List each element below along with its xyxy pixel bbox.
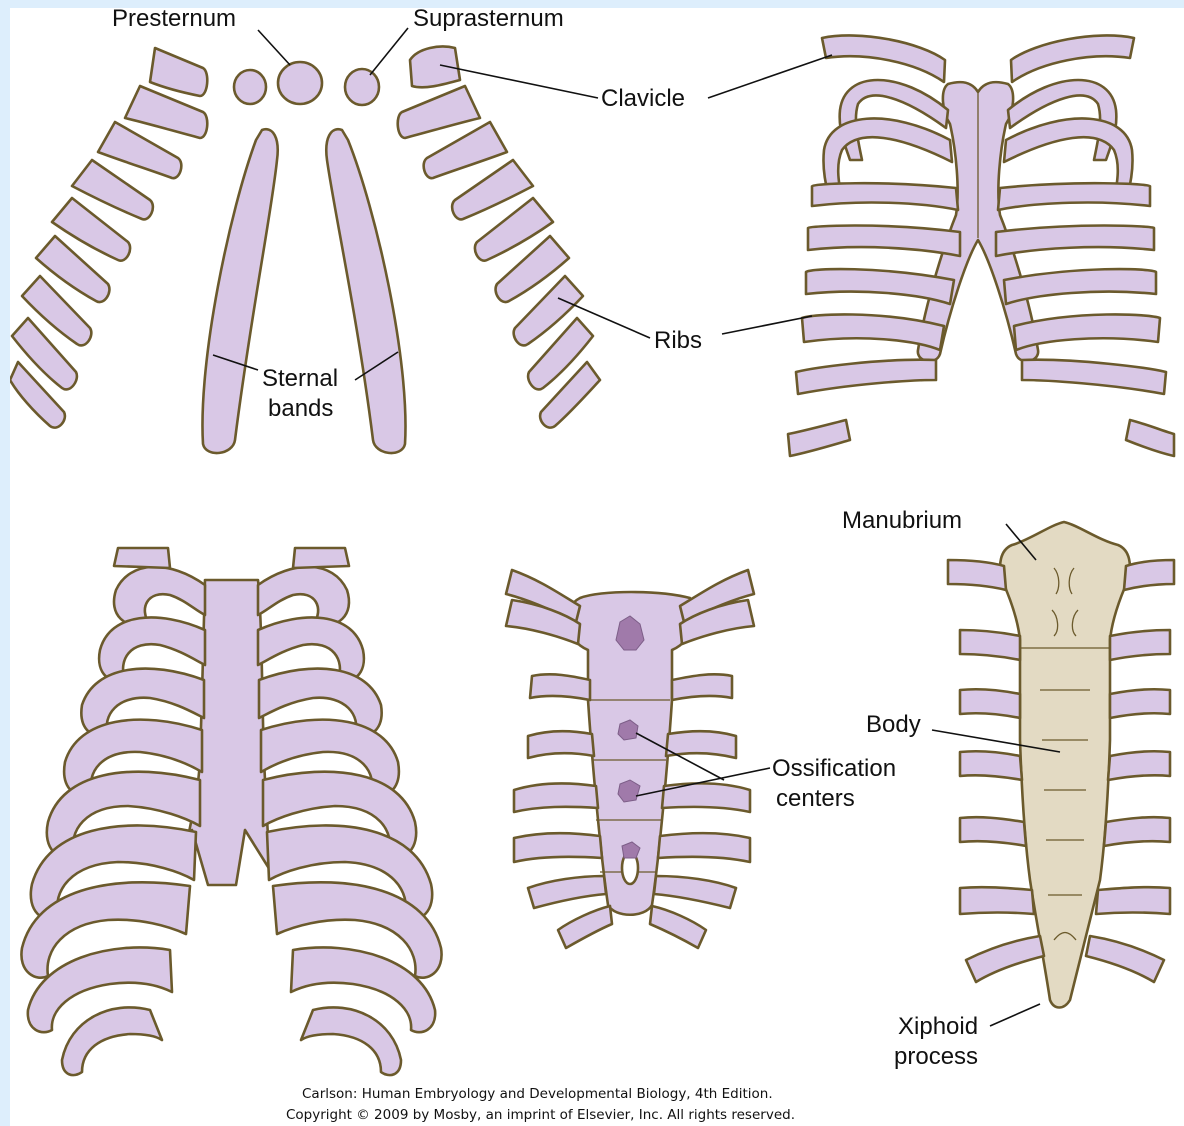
- label-suprasternum: Suprasternum: [413, 8, 564, 32]
- rib-stub: [1110, 689, 1170, 718]
- label-ribs: Ribs: [654, 327, 702, 354]
- rib-7-left: [796, 360, 936, 394]
- rib-6-right: [1014, 314, 1160, 350]
- rib-stub: [960, 751, 1022, 780]
- panel-ossification: Ossification centers: [506, 570, 896, 948]
- leader-ribs-right: [722, 316, 812, 334]
- rib-stub: [672, 674, 732, 700]
- loop-ribs-left: [21, 567, 205, 1075]
- figure-canvas: Presternum Suprasternum Sternal bands: [10, 8, 1184, 1126]
- panel-fusing-bands: Clavicle Ribs: [601, 35, 1174, 456]
- rib-stub: [558, 906, 612, 948]
- suprasternum-element: [345, 69, 379, 105]
- sternal-band-left: [202, 129, 277, 453]
- rib-stub: [1108, 751, 1170, 780]
- clavicle-right: [1011, 35, 1134, 82]
- rib-stub: [1104, 817, 1170, 846]
- rib-loop: [301, 1007, 401, 1075]
- rib-stub: [528, 731, 594, 758]
- rib-4-left: [808, 226, 960, 257]
- label-ossification-line2: centers: [776, 785, 855, 812]
- label-clavicle: Clavicle: [601, 85, 685, 112]
- caption-line1: Carlson: Human Embryology and Developmen…: [302, 1086, 773, 1102]
- rib-stub: [1086, 936, 1164, 982]
- clavicle-left: [822, 35, 945, 82]
- rib-stub: [960, 817, 1026, 846]
- rib-8-left: [788, 420, 850, 456]
- leader-suprasternum: [370, 28, 408, 75]
- rib-stub: [654, 876, 736, 908]
- lateral-sternal-nodule-left: [234, 70, 266, 104]
- panel-adult-sternum: Manubrium Body Xiphoid process: [842, 507, 1174, 1070]
- caption-line2: Copyright © 2009 by Mosby, an imprint of…: [286, 1107, 795, 1123]
- ribs-left: [788, 80, 960, 456]
- sternum-development-diagram: Presternum Suprasternum Sternal bands: [10, 8, 1184, 1126]
- rib-stub: [514, 783, 598, 812]
- rib-stub: [1096, 887, 1170, 914]
- leader-clavicle-right: [708, 55, 832, 98]
- rib-stubs-left: [10, 48, 207, 428]
- label-ossification-line1: Ossification: [772, 755, 896, 782]
- label-body: Body: [866, 711, 921, 738]
- rib-5-left: [806, 269, 954, 304]
- rib-stub: [960, 689, 1020, 718]
- rib-stub: [948, 560, 1006, 590]
- rib-stub: [514, 833, 602, 862]
- rib-3-right: [998, 183, 1150, 210]
- label-sternal-bands-line2: bands: [268, 395, 333, 422]
- rib-7-right: [1022, 360, 1166, 394]
- rib-stub: [960, 887, 1034, 914]
- leader-xiphoid: [990, 1004, 1040, 1026]
- panel-fused-sternum: [21, 548, 441, 1075]
- rib-stub: [966, 936, 1044, 982]
- rib-stub: [960, 630, 1020, 660]
- presternum-element: [278, 62, 322, 104]
- leader-presternum: [258, 30, 290, 65]
- label-presternum: Presternum: [112, 8, 236, 32]
- label-xiphoid-line2: process: [894, 1043, 978, 1070]
- rib-stub: [150, 48, 207, 96]
- clavicle-stub-right: [293, 548, 349, 568]
- rib-stub: [1124, 560, 1174, 590]
- sternal-band-right: [326, 129, 405, 453]
- clavicle-stub-left: [114, 548, 170, 568]
- label-sternal-bands-line1: Sternal: [262, 365, 338, 392]
- ribs-right: [996, 80, 1174, 456]
- rib-stub: [528, 876, 606, 908]
- rib-stub: [650, 906, 706, 948]
- loop-ribs-right: [258, 567, 442, 1075]
- rib-3-left: [812, 183, 958, 210]
- label-xiphoid-line1: Xiphoid: [898, 1013, 978, 1040]
- rib-stub: [1110, 630, 1170, 660]
- rib-stubs-right: [398, 47, 600, 428]
- rib-5-right: [1004, 269, 1156, 304]
- panel-sternal-bands: Presternum Suprasternum Sternal bands: [10, 8, 650, 453]
- rib-stub: [658, 833, 750, 862]
- rib-stub: [530, 674, 590, 700]
- rib-4-right: [996, 226, 1154, 257]
- rib-stub: [398, 86, 480, 138]
- rib-loop: [62, 1007, 162, 1075]
- rib-8-right: [1126, 420, 1174, 456]
- label-manubrium: Manubrium: [842, 507, 962, 534]
